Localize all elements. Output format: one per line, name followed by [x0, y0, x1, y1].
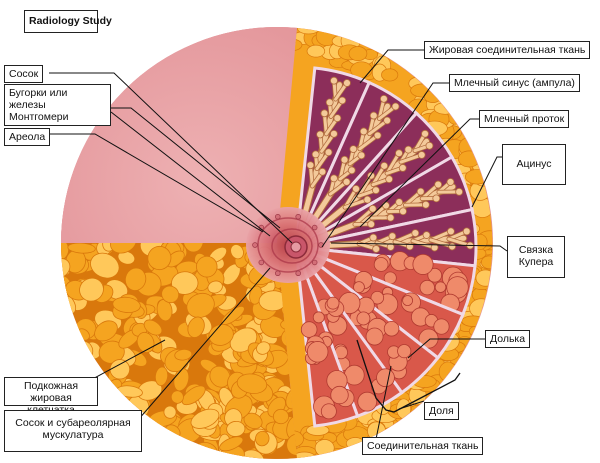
leader-montgomery-2 [110, 111, 271, 237]
lobe-wedge [304, 256, 440, 395]
lobe-bracket [356, 339, 461, 413]
nipple-label: Сосок [4, 65, 44, 83]
areola-label: Ареола [4, 128, 51, 146]
montgomery-label: Бугорки или железы Монтгомери [4, 84, 111, 126]
lobe-wedge [310, 247, 477, 317]
lobule-label: Долька [485, 330, 531, 348]
leader-lobule [407, 338, 485, 359]
title-label: Radiology Study [24, 10, 112, 33]
leader-acinus [471, 156, 502, 208]
areola-nipple [246, 207, 330, 283]
cooper-ligament-label: Связка Купера [507, 236, 565, 278]
nipple-musculature-label: Сосок и субареолярная мускулатура [4, 410, 142, 452]
leader-adipose [359, 49, 428, 84]
lobe-wedge [296, 66, 372, 233]
milk-sinus-label: Млечный синус (ампула) [449, 74, 580, 92]
leader-montgomery [111, 107, 281, 229]
lobe-wedge [306, 111, 454, 240]
connective-tissue-label: Соединительная ткань [362, 437, 484, 455]
leader-nipple [49, 72, 293, 244]
leader-milk-duct [359, 118, 479, 228]
leader-cooper [330, 242, 508, 252]
leader-milk-sinus [321, 82, 449, 248]
lobe-wedge [301, 80, 419, 236]
leader-musculature [137, 267, 271, 421]
milk-duct-label: Млечный проток [479, 110, 570, 128]
subcutaneous-fat-label: Подкожная жировая клетчатка [4, 377, 98, 416]
lobe-wedge [296, 262, 360, 428]
lobe-label: Доля [424, 402, 459, 420]
lobe-wedge [309, 154, 474, 245]
leader-areola [49, 133, 264, 233]
acinus-label: Ацинус [502, 144, 566, 185]
adipose-tissue-label: Жировая соединительная ткань [424, 41, 591, 59]
